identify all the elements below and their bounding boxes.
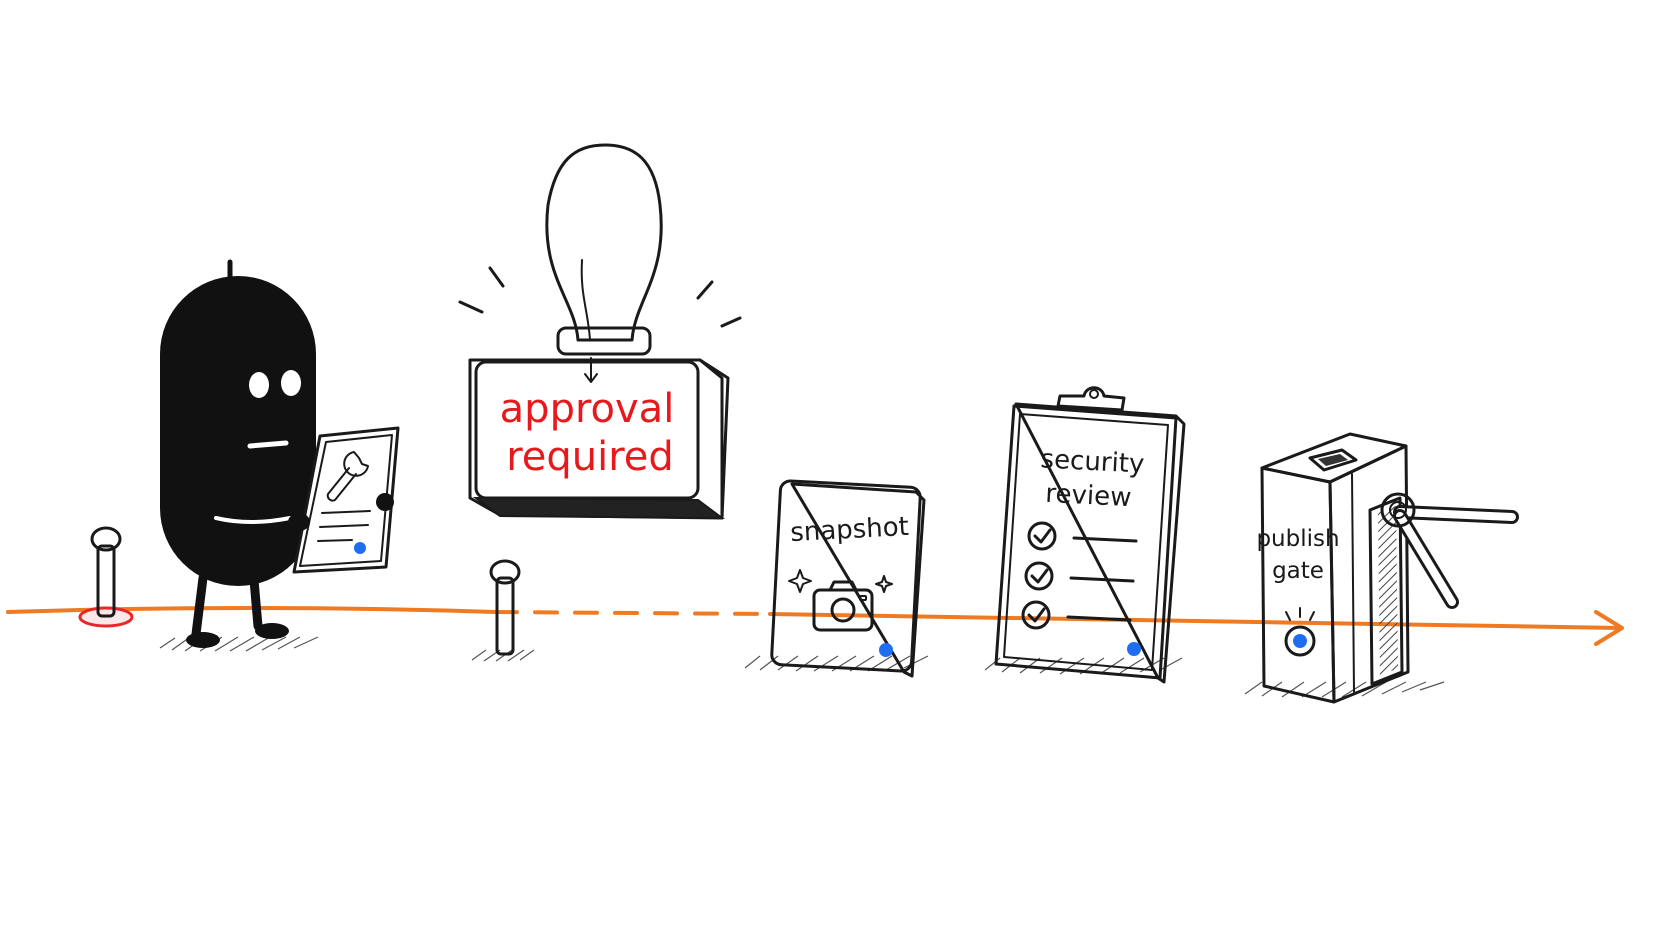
- stamp-text-line2: required: [506, 434, 674, 480]
- camera-icon: [812, 580, 874, 632]
- security-label-line2: review: [1045, 479, 1132, 513]
- pipeline-path: [6, 606, 1624, 646]
- start-post: [78, 526, 134, 628]
- status-dot: [354, 542, 366, 554]
- stamp-text-line1: approval: [500, 386, 675, 432]
- middle-post: [471, 559, 535, 662]
- publish-button: [1284, 625, 1316, 657]
- status-dot: [879, 643, 893, 657]
- robot-character-icon: [159, 259, 319, 652]
- security-review-clipboard: security review: [984, 386, 1186, 684]
- arrow-head-icon: [1594, 610, 1624, 646]
- turnstile-gate-icon: publish gate: [1244, 432, 1519, 704]
- publish-label-line2: gate: [1272, 558, 1324, 584]
- wrench-document-icon: [288, 426, 400, 574]
- snapshot-card: snapshot: [744, 479, 929, 678]
- rubber-stamp-icon: approval required: [458, 143, 742, 520]
- publish-label-line1: publish: [1256, 526, 1339, 552]
- snapshot-label: snapshot: [790, 512, 910, 548]
- security-label-line1: security: [1040, 444, 1145, 479]
- checklist: [1021, 521, 1138, 630]
- status-dot: [1127, 642, 1141, 656]
